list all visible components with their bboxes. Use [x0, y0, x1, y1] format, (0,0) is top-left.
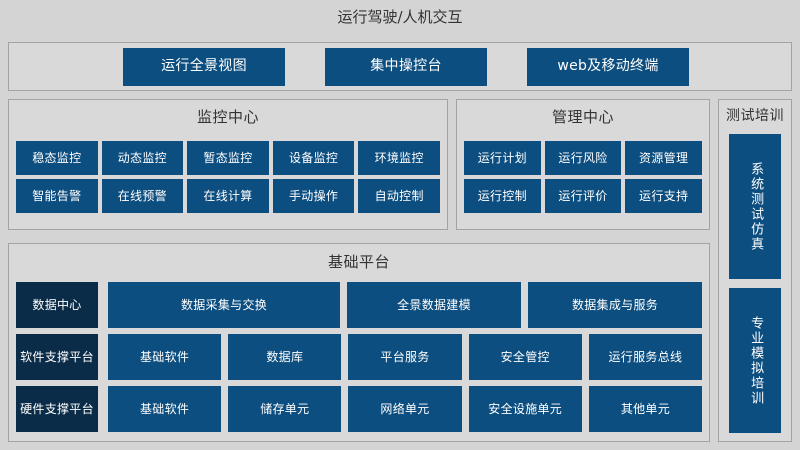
topbar-item-0[interactable]: 运行全景视图 [123, 47, 285, 86]
platform-tile-operation-service-bus[interactable]: 运行服务总线 [588, 334, 703, 380]
basic-platform-title: 基础平台 [327, 253, 390, 271]
platform-label-data-center[interactable]: 数据中心 [16, 282, 98, 328]
monitor-tile-environment[interactable]: 环境监控 [358, 141, 440, 175]
platform-tile-basic-software-hw[interactable]: 基础软件 [108, 386, 222, 432]
monitor-tile-manual-operation[interactable]: 手动操作 [272, 179, 355, 213]
platform-tile-data-integration-service[interactable]: 数据集成与服务 [528, 282, 702, 328]
monitor-tile-stable[interactable]: 稳态监控 [16, 141, 98, 175]
platform-label-software-support[interactable]: 软件支撑平台 [16, 334, 98, 380]
monitoring-center-panel: 监控中心 稳态监控 动态监控 暂态监控 设备监控 环境监控 智能告警 在线预警 … [8, 99, 448, 230]
management-center-row-1: 运行计划 运行风险 资源管理 [464, 141, 702, 175]
platform-tile-security-facility-unit[interactable]: 安全设施单元 [468, 386, 582, 432]
management-center-title: 管理中心 [551, 108, 614, 126]
platform-tile-data-acquisition-exchange[interactable]: 数据采集与交换 [108, 282, 340, 328]
page-title: 运行驾驶/人机交互 [337, 8, 463, 26]
monitoring-center-row-1: 稳态监控 动态监控 暂态监控 设备监控 环境监控 [16, 141, 440, 175]
monitor-tile-dynamic[interactable]: 动态监控 [101, 141, 184, 175]
test-training-list: 系统测试仿真 专业模拟培训 [729, 134, 781, 433]
basic-platform-panel: 基础平台 数据中心 数据采集与交换 全景数据建模 数据集成与服务 软件支撑平台 … [8, 243, 710, 442]
monitor-tile-transient[interactable]: 暂态监控 [187, 141, 269, 175]
topbar-item-1[interactable]: 集中操控台 [325, 47, 487, 86]
train-tile-system-test-simulation[interactable]: 系统测试仿真 [729, 134, 781, 279]
platform-tile-database[interactable]: 数据库 [228, 334, 342, 380]
platform-items-hardware-support: 基础软件 储存单元 网络单元 安全设施单元 其他单元 [108, 386, 703, 432]
platform-tile-storage-unit[interactable]: 储存单元 [228, 386, 342, 432]
top-interaction-row: 运行全景视图 集中操控台 web及移动终端 [9, 43, 791, 90]
monitor-tile-smart-alarm[interactable]: 智能告警 [16, 179, 98, 213]
manage-tile-operation-support[interactable]: 运行支持 [625, 179, 702, 213]
top-interaction-panel: 运行全景视图 集中操控台 web及移动终端 [8, 42, 792, 91]
platform-row-data-center: 数据中心 数据采集与交换 全景数据建模 数据集成与服务 [16, 282, 702, 328]
manage-tile-operation-evaluation[interactable]: 运行评价 [544, 179, 622, 213]
platform-tile-basic-software-sw[interactable]: 基础软件 [108, 334, 222, 380]
topbar-item-2[interactable]: web及移动终端 [527, 47, 689, 86]
monitoring-center-title: 监控中心 [196, 108, 259, 126]
basic-platform-body: 数据中心 数据采集与交换 全景数据建模 数据集成与服务 软件支撑平台 基础软件 … [16, 282, 703, 432]
platform-tile-platform-service[interactable]: 平台服务 [348, 334, 462, 380]
platform-items-data-center: 数据采集与交换 全景数据建模 数据集成与服务 [108, 282, 702, 328]
monitor-tile-online-warning[interactable]: 在线预警 [101, 179, 184, 213]
monitoring-center-row-2: 智能告警 在线预警 在线计算 手动操作 自动控制 [16, 179, 440, 213]
monitor-tile-device[interactable]: 设备监控 [272, 141, 355, 175]
test-training-panel: 测试培训 系统测试仿真 专业模拟培训 [718, 99, 792, 442]
management-center-panel: 管理中心 运行计划 运行风险 资源管理 运行控制 运行评价 运行支持 [456, 99, 710, 230]
manage-tile-resource-management[interactable]: 资源管理 [625, 141, 702, 175]
monitor-tile-online-compute[interactable]: 在线计算 [187, 179, 269, 213]
test-training-title: 测试培训 [726, 108, 784, 124]
platform-tile-other-unit[interactable]: 其他单元 [588, 386, 703, 432]
management-center-row-2: 运行控制 运行评价 运行支持 [464, 179, 702, 213]
manage-tile-operation-risk[interactable]: 运行风险 [544, 141, 622, 175]
platform-label-hardware-support[interactable]: 硬件支撑平台 [16, 386, 98, 432]
platform-row-software-support: 软件支撑平台 基础软件 数据库 平台服务 安全管控 运行服务总线 [16, 334, 703, 380]
train-tile-professional-simulation-training[interactable]: 专业模拟培训 [729, 288, 781, 433]
platform-row-hardware-support: 硬件支撑平台 基础软件 储存单元 网络单元 安全设施单元 其他单元 [16, 386, 703, 432]
monitor-tile-auto-control[interactable]: 自动控制 [358, 179, 440, 213]
platform-items-software-support: 基础软件 数据库 平台服务 安全管控 运行服务总线 [108, 334, 703, 380]
platform-tile-network-unit[interactable]: 网络单元 [348, 386, 462, 432]
platform-tile-security-control[interactable]: 安全管控 [468, 334, 582, 380]
platform-tile-panoramic-data-modeling[interactable]: 全景数据建模 [347, 282, 521, 328]
manage-tile-operation-control[interactable]: 运行控制 [464, 179, 541, 213]
manage-tile-operation-plan[interactable]: 运行计划 [464, 141, 541, 175]
